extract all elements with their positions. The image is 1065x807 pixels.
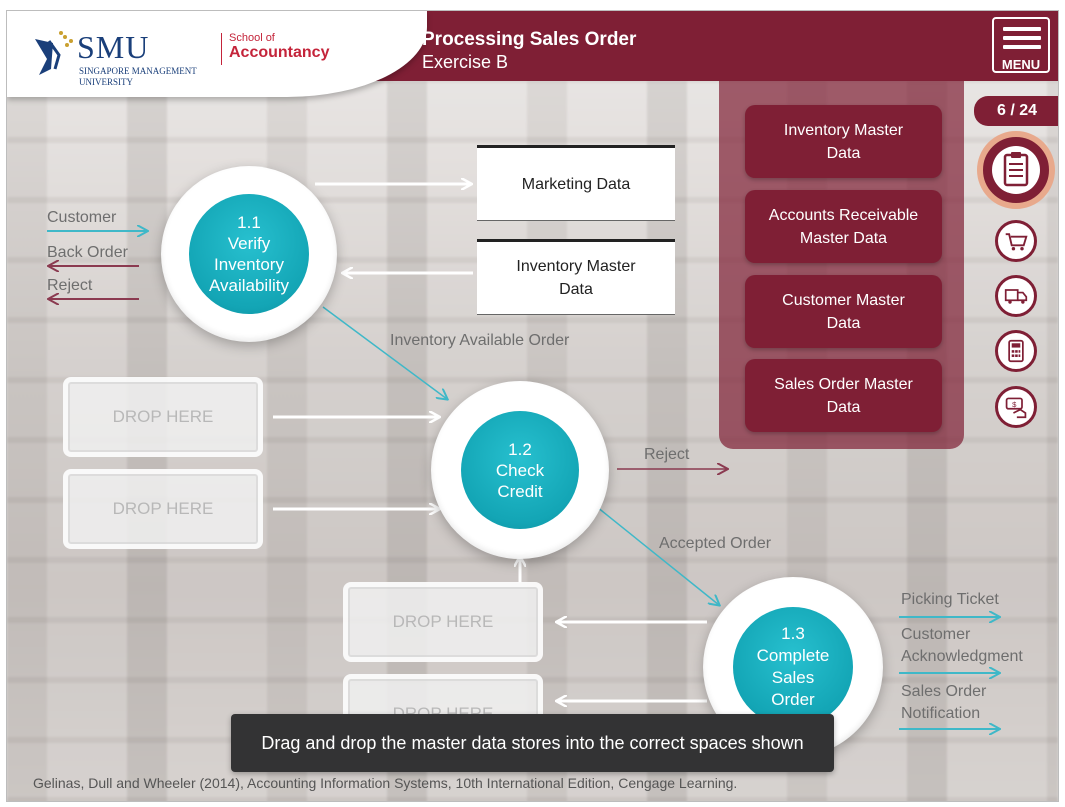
flow-label-picking-ticket: Picking Ticket [901,591,999,608]
process-number: 1.2 [508,439,532,459]
school-label: School of [229,32,275,44]
delivery-truck-icon[interactable] [995,275,1037,317]
school-name: Accountancy [229,44,330,61]
drop-target-label: DROP HERE [392,612,494,631]
logo-subtext: SINGAPORE MANAGEMENT [79,66,197,76]
page-title: Processing Sales Order [422,29,637,50]
menu-label: MENU [1001,57,1041,72]
shopping-cart-icon[interactable] [995,220,1037,262]
flow-label-sales-order-notif-line2: Notification [901,705,981,722]
process-label: Availability [208,276,289,295]
data-store-label: Marketing Data [521,175,631,193]
drop-target-label: DROP HERE [112,407,214,426]
logo-area: SMU SINGAPORE MANAGEMENT UNIVERSITY Scho… [7,11,427,97]
store-label: Sales Order Master [774,375,913,393]
process-label: Inventory [214,255,284,274]
process-1-3: 1.3 Complete Sales Order [703,577,883,757]
process-label: Order [771,690,815,709]
store-label: Accounts Receivable [768,206,919,224]
process-label: Verify [227,234,271,253]
store-label: Data [826,398,861,416]
svg-text:$: $ [1012,400,1017,409]
calculator-icon[interactable] [995,330,1037,372]
flow-label-reject: Reject [644,446,690,463]
flow-label-customer: Customer [47,209,117,226]
draggable-inventory-master-data[interactable]: Inventory Master Data [745,105,942,178]
logo-subtext: UNIVERSITY [79,77,133,87]
header: SMU SINGAPORE MANAGEMENT UNIVERSITY Scho… [7,11,1058,97]
instruction-tooltip: Drag and drop the master data stores int… [231,714,834,772]
payment-hand-icon[interactable]: $ [995,386,1037,428]
process-number: 1.3 [781,624,805,643]
store-label: Customer Master [782,291,905,309]
process-label: Check [495,460,545,480]
data-store-marketing: Marketing Data [477,145,675,221]
process-label: Sales [771,668,815,687]
smu-crest-icon [35,31,73,75]
process-label: Complete [756,646,830,665]
draggable-customer-master-data[interactable]: Customer Master Data [745,275,942,348]
flow-label-back-order: Back Order [47,244,128,261]
citation-text: Gelinas, Dull and Wheeler (2014), Accoun… [33,775,738,791]
process-1-1: 1.1 Verify Inventory Availability [161,166,337,342]
draggable-sales-order-master-data[interactable]: Sales Order Master Data [745,359,942,432]
store-label: Inventory Master [783,121,904,139]
process-1-2-circle: 1.2 Check Credit [461,411,579,529]
master-data-panel: Inventory Master Data Accounts Receivabl… [719,81,964,449]
menu-button[interactable]: MENU [992,17,1050,73]
drop-target-1[interactable]: DROP HERE [63,377,263,457]
draggable-accounts-receivable-master-data[interactable]: Accounts Receivable Master Data [745,190,942,263]
flow-label-sales-order-notif-line1: Sales Order [901,683,987,700]
flow-label-inventory-available-order: Inventory Available Order [390,332,570,349]
clipboard-checklist-icon[interactable] [977,131,1055,209]
drop-target-label: DROP HERE [112,499,214,518]
page-subtitle: Exercise B [422,52,509,72]
data-store-inventory-master: Inventory Master Data [477,239,675,315]
flow-label-accepted-order: Accepted Order [659,535,772,552]
flow-label-reject: Reject [47,277,93,294]
flow-arrows [47,11,1059,802]
process-1-3-circle: 1.3 Complete Sales Order [733,607,853,727]
store-label: Master Data [799,229,888,247]
process-label: Credit [497,481,543,501]
lesson-stage: SMU SINGAPORE MANAGEMENT UNIVERSITY Scho… [6,10,1059,802]
drop-target-2[interactable]: DROP HERE [63,469,263,549]
data-store-label: Data [559,281,593,298]
flow-label-customer-ack-line1: Customer [901,626,971,643]
drop-target-3[interactable]: DROP HERE [343,582,543,662]
process-1-1-circle: 1.1 Verify Inventory Availability [189,194,309,314]
store-label: Data [826,144,861,162]
process-1-2: 1.2 Check Credit [431,381,609,559]
flow-label-customer-ack-line2: Acknowledgment [901,648,1023,665]
page-indicator: 6 / 24 [974,96,1058,126]
logo-divider [221,33,222,65]
data-store-label: Inventory Master [516,258,636,275]
process-number: 1.1 [237,213,261,232]
store-label: Data [826,314,861,332]
hamburger-icon [1003,27,1041,54]
logo-text: SMU [77,29,150,65]
